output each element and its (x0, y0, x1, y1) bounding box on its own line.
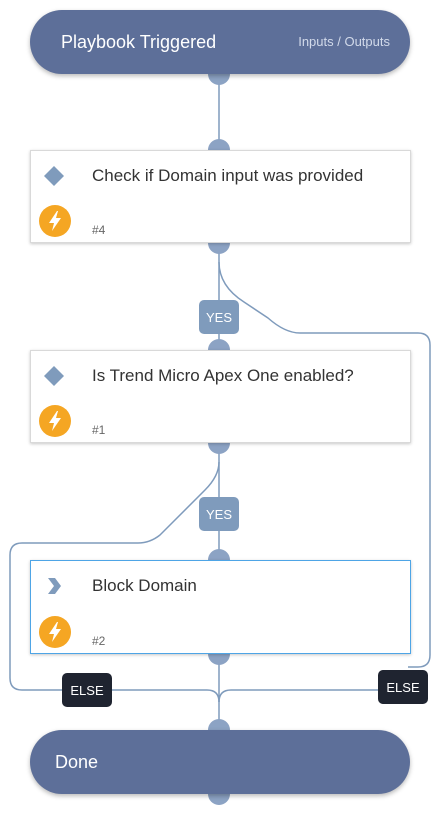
inputs-outputs-link[interactable]: Inputs / Outputs (298, 34, 390, 49)
task-check-domain-input[interactable]: Check if Domain input was provided #4 (30, 150, 411, 243)
edge-apex-enabled-else (9, 461, 220, 691)
task-name: Block Domain (92, 576, 197, 595)
task-is-apex-one-enabled[interactable]: Is Trend Micro Apex One enabled? #1 (30, 350, 411, 443)
edge-label-yes-2: YES (199, 497, 239, 531)
edge-label-yes-1: YES (199, 300, 239, 334)
task-id: #2 (92, 634, 106, 648)
edge-label-else-left: ELSE (62, 673, 112, 707)
condition-diamond-icon (44, 166, 64, 186)
done-node[interactable]: Done (30, 730, 410, 794)
done-title: Done (55, 751, 99, 772)
task-id: #4 (92, 223, 106, 237)
edge-label-else-right: ELSE (378, 670, 428, 704)
sub-playbook-chevron-icon (48, 578, 61, 594)
playbook-triggered-title: Playbook Triggered (61, 31, 217, 52)
playbook-triggered-node[interactable]: Playbook Triggered Inputs / Outputs (30, 10, 410, 74)
automation-bolt-icon (39, 405, 71, 437)
condition-diamond-icon (44, 366, 64, 386)
edge-else-merge-right (218, 689, 378, 703)
automation-bolt-icon (39, 205, 71, 237)
edge-else-merge-left (112, 689, 220, 703)
automation-bolt-icon (39, 616, 71, 648)
task-name: Is Trend Micro Apex One enabled? (92, 366, 354, 385)
task-block-domain[interactable]: Block Domain #2 (30, 560, 411, 654)
task-name: Check if Domain input was provided (92, 166, 364, 185)
edge-check-domain-else (218, 261, 431, 668)
task-id: #1 (92, 423, 106, 437)
